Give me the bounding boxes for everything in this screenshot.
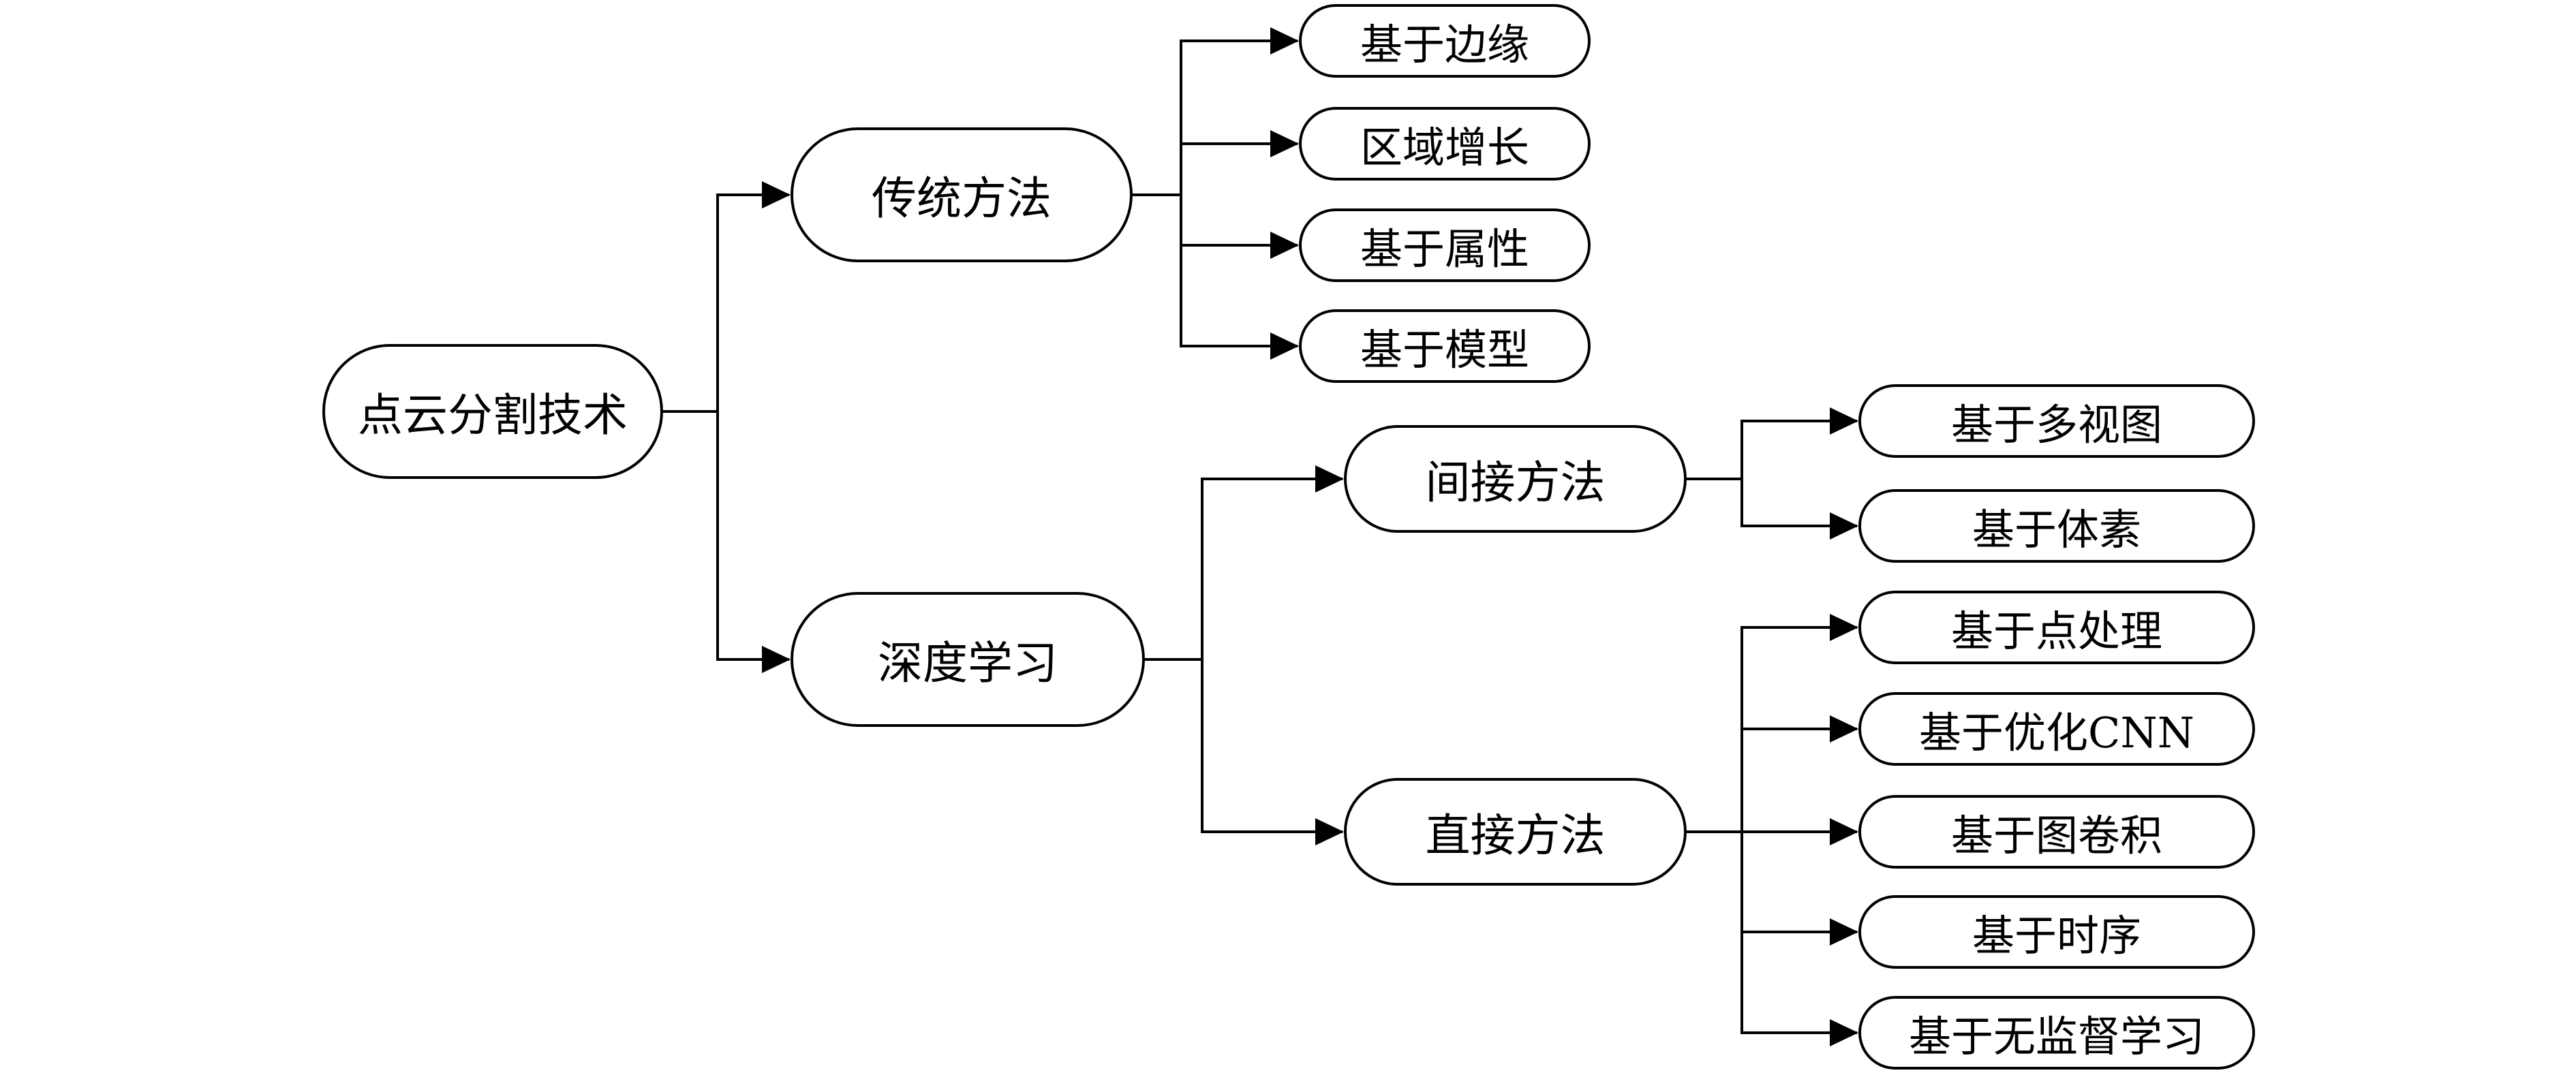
leaf-edge-based: 基于边缘 — [1299, 4, 1591, 78]
leaf-label: 区域增长 — [1360, 123, 1529, 172]
leaf-voxel: 基于体素 — [1858, 489, 2255, 563]
traditional-methods-label: 传统方法 — [872, 172, 1052, 225]
leaf-multi-view: 基于多视图 — [1858, 384, 2255, 458]
connector-indirect-voxel — [1687, 478, 1857, 527]
arrowhead — [1830, 818, 1858, 845]
connector-deep-direct — [1145, 658, 1343, 833]
connector-direct-temporal — [1687, 830, 1857, 933]
root-label: 点云分割技术 — [358, 389, 628, 441]
arrowhead — [1830, 918, 1858, 946]
arrowhead — [1830, 715, 1858, 743]
leaf-label: 基于时序 — [1972, 911, 2141, 961]
direct-methods-label: 直接方法 — [1425, 809, 1606, 862]
connector-root-deep — [663, 410, 789, 661]
leaf-graph-convolution: 基于图卷积 — [1858, 795, 2255, 869]
leaf-label: 基于优化CNN — [1919, 708, 2194, 758]
leaf-point-processing: 基于点处理 — [1858, 591, 2255, 664]
leaf-label: 基于模型 — [1360, 325, 1529, 375]
traditional-methods-node: 传统方法 — [791, 127, 1133, 262]
direct-methods-node: 直接方法 — [1344, 778, 1687, 886]
arrowhead — [762, 646, 791, 673]
leaf-label: 基于无监督学习 — [1908, 1012, 2205, 1061]
arrowhead — [1830, 1019, 1858, 1046]
leaf-attribute-based: 基于属性 — [1299, 208, 1591, 282]
connector-direct-unsupervised — [1687, 830, 1857, 1034]
leaf-temporal: 基于时序 — [1858, 895, 2255, 969]
leaf-label: 基于边缘 — [1360, 20, 1529, 69]
arrowhead — [1830, 407, 1858, 435]
root-node: 点云分割技术 — [322, 344, 663, 479]
arrowhead — [1315, 818, 1344, 845]
leaf-region-growing: 区域增长 — [1299, 107, 1591, 181]
deep-learning-label: 深度学习 — [878, 637, 1058, 689]
arrowhead — [1830, 512, 1858, 540]
deep-learning-node: 深度学习 — [791, 592, 1145, 727]
arrowhead — [1270, 232, 1299, 259]
connector-root-traditional — [663, 193, 789, 413]
leaf-label: 基于多视图 — [1950, 400, 2162, 450]
connector-direct-cnn — [1687, 728, 1857, 833]
arrowhead — [762, 181, 791, 208]
connector-deep-indirect — [1145, 478, 1343, 661]
leaf-label: 基于图卷积 — [1950, 811, 2162, 860]
connector-traditional-edge — [1133, 40, 1298, 196]
arrowhead — [1270, 130, 1299, 157]
arrowhead — [1315, 465, 1344, 493]
leaf-label: 基于点处理 — [1950, 606, 2162, 656]
leaf-label: 基于体素 — [1972, 505, 2141, 555]
leaf-label: 基于属性 — [1360, 224, 1529, 274]
leaf-optimized-cnn: 基于优化CNN — [1858, 692, 2255, 766]
indirect-methods-node: 间接方法 — [1344, 425, 1687, 533]
arrowhead — [1270, 27, 1299, 54]
indirect-methods-label: 间接方法 — [1425, 456, 1606, 509]
arrowhead — [1830, 614, 1858, 641]
connector-traditional-model — [1133, 193, 1298, 347]
arrowheads — [762, 27, 1858, 1046]
leaf-model-based: 基于模型 — [1299, 309, 1591, 383]
leaf-unsupervised-learning: 基于无监督学习 — [1858, 996, 2255, 1070]
arrowhead — [1270, 332, 1299, 360]
